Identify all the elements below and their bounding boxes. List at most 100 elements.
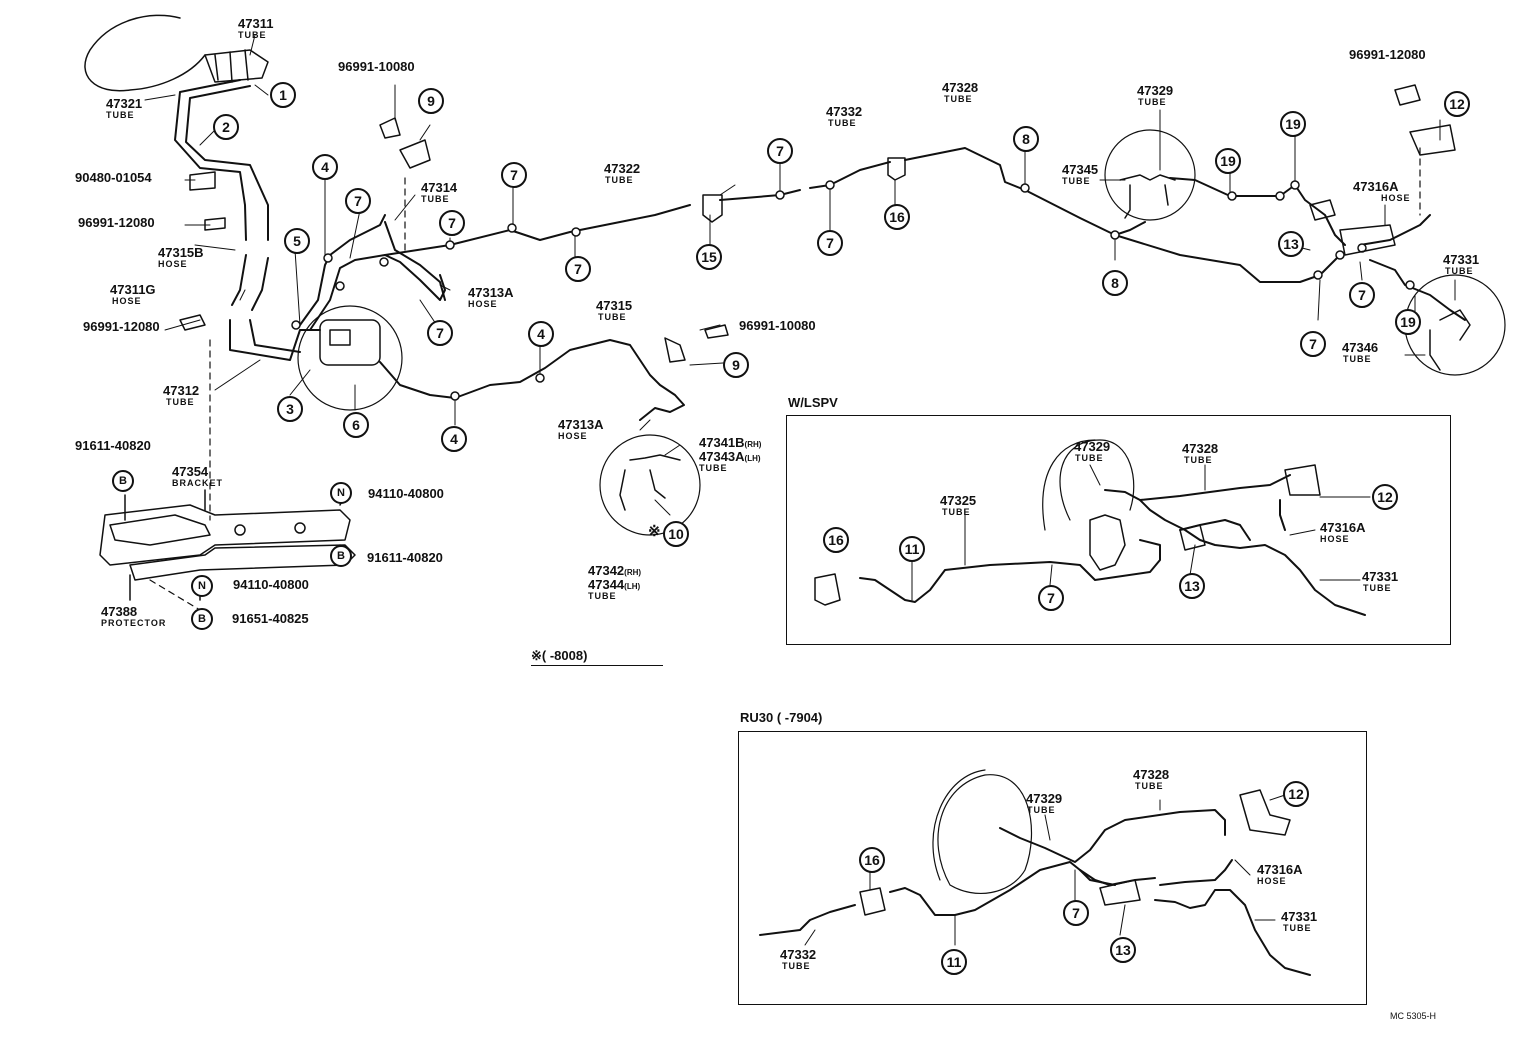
part-94110-b-number: 94110-40800 xyxy=(233,577,309,592)
part-47311-type: TUBE xyxy=(238,30,267,40)
callout-7-i: 7 xyxy=(1300,331,1326,357)
part-47314-type: TUBE xyxy=(421,194,450,204)
callout-7-b: 7 xyxy=(439,210,465,236)
part-47316A-number: 47316A xyxy=(1353,179,1399,194)
ru30-47316A-type: HOSE xyxy=(1257,876,1287,886)
callout-7-a: 7 xyxy=(345,188,371,214)
callout-19-b: 19 xyxy=(1215,148,1241,174)
lspv-47331-number: 47331 xyxy=(1362,569,1399,584)
callout-6: 6 xyxy=(343,412,369,438)
note-text: ※( -8008) xyxy=(531,648,588,663)
callout-8-b: 8 xyxy=(1102,270,1128,296)
part-47315B-number: 47315B xyxy=(158,245,204,260)
part-47315-number: 47315 xyxy=(596,298,633,313)
part-47345-type: TUBE xyxy=(1062,176,1091,186)
part-47341B-number: 47341B(RH) xyxy=(699,435,762,450)
callout-9-b: 9 xyxy=(723,352,749,378)
lspv-inset-box xyxy=(786,415,1451,645)
part-47315B-type: HOSE xyxy=(158,259,188,269)
part-91611-a-number: 91611-40820 xyxy=(75,438,151,453)
part-47343A-type: TUBE xyxy=(699,463,728,473)
part-47354-number: 47354 xyxy=(172,464,209,479)
part-47332-type: TUBE xyxy=(828,118,857,128)
marker-b-1: B xyxy=(112,470,134,492)
callout-19-a: 19 xyxy=(1280,111,1306,137)
part-47311G-type: HOSE xyxy=(112,296,142,306)
lspv-callout-7: 7 xyxy=(1038,585,1064,611)
lspv-title: W/LSPV xyxy=(788,395,838,410)
part-47313A-low-type: HOSE xyxy=(558,431,588,441)
marker-b-3: B xyxy=(191,608,213,630)
part-91651-number: 91651-40825 xyxy=(232,611,309,626)
callout-7-h: 7 xyxy=(1349,282,1375,308)
ru30-callout-12: 12 xyxy=(1283,781,1309,807)
part-47311-number: 47311 xyxy=(238,16,274,31)
part-47321-number: 47321 xyxy=(106,96,143,111)
callout-16: 16 xyxy=(884,204,910,230)
lspv-47325-number: 47325 xyxy=(940,493,977,508)
lspv-leaders xyxy=(911,464,1371,601)
part-47316A-type: HOSE xyxy=(1381,193,1411,203)
part-47346-type: TUBE xyxy=(1343,354,1372,364)
callout-7-f: 7 xyxy=(767,138,793,164)
lspv-47325-type: TUBE xyxy=(942,507,971,517)
ru30-47329-number: 47329 xyxy=(1026,791,1063,806)
part-47311G-number: 47311G xyxy=(110,282,156,297)
callout-12: 12 xyxy=(1444,91,1470,117)
part-47313A-low-number: 47313A xyxy=(558,417,604,432)
part-47322-type: TUBE xyxy=(605,175,634,185)
ru30-47331-type: TUBE xyxy=(1283,923,1312,933)
lspv-callout-13: 13 xyxy=(1179,573,1205,599)
callout-4-b: 4 xyxy=(528,321,554,347)
dashed-lines xyxy=(149,147,1421,611)
marker-n-1: N xyxy=(330,482,352,504)
lspv-47316A-number: 47316A xyxy=(1320,520,1366,535)
callout-10: 10 xyxy=(663,521,689,547)
ru30-callout-13: 13 xyxy=(1110,937,1136,963)
ru30-inset-box xyxy=(738,731,1367,1005)
part-96991-10080-a-number: 96991-10080 xyxy=(338,59,415,74)
part-47322-number: 47322 xyxy=(604,161,641,176)
lspv-47329-number: 47329 xyxy=(1074,439,1111,454)
part-47321-type: TUBE xyxy=(106,110,135,120)
ru30-callout-16: 16 xyxy=(859,847,885,873)
ru30-title: RU30 ( -7904) xyxy=(740,710,823,725)
callout-13: 13 xyxy=(1278,231,1304,257)
part-47312-type: TUBE xyxy=(166,397,195,407)
part-47312-number: 47312 xyxy=(163,383,200,398)
part-91611-b-number: 91611-40820 xyxy=(367,550,443,565)
callout-7-g: 7 xyxy=(817,230,843,256)
note-underline xyxy=(531,665,663,666)
part-47388-number: 47388 xyxy=(101,604,138,619)
ru30-inset-lines xyxy=(759,769,1311,976)
part-47354-type: BRACKET xyxy=(172,478,223,488)
bracket-protector xyxy=(99,489,356,601)
wheel-drums xyxy=(297,129,1506,536)
part-47345-number: 47345 xyxy=(1062,162,1099,177)
components xyxy=(179,84,1456,366)
part-47344-type: TUBE xyxy=(588,591,617,601)
lspv-callout-16: 16 xyxy=(823,527,849,553)
ru30-47332-number: 47332 xyxy=(780,947,817,962)
part-47314-number: 47314 xyxy=(421,180,458,195)
ru30-47328-type: TUBE xyxy=(1135,781,1164,791)
lspv-47331-type: TUBE xyxy=(1363,583,1392,593)
wheel-lines xyxy=(619,174,1471,511)
part-90480-number: 90480-01054 xyxy=(75,170,152,185)
part-96991-b-number: 96991-12080 xyxy=(83,319,160,334)
lspv-callout-12: 12 xyxy=(1372,484,1398,510)
lspv-47316A-type: HOSE xyxy=(1320,534,1350,544)
marker-n-2: N xyxy=(191,575,213,597)
ru30-47332-type: TUBE xyxy=(782,961,811,971)
lspv-47329-type: TUBE xyxy=(1075,453,1104,463)
callout-7-c: 7 xyxy=(427,320,453,346)
part-47313A-top-type: HOSE xyxy=(468,299,498,309)
part-47313A-top-number: 47313A xyxy=(468,285,514,300)
front-tubes xyxy=(174,79,691,421)
marker-b-2: B xyxy=(330,545,352,567)
callout-7-d: 7 xyxy=(501,162,527,188)
ru30-47328-number: 47328 xyxy=(1133,767,1170,782)
part-96991-a-number: 96991-12080 xyxy=(78,215,155,230)
part-47388-type: PROTECTOR xyxy=(101,618,167,628)
